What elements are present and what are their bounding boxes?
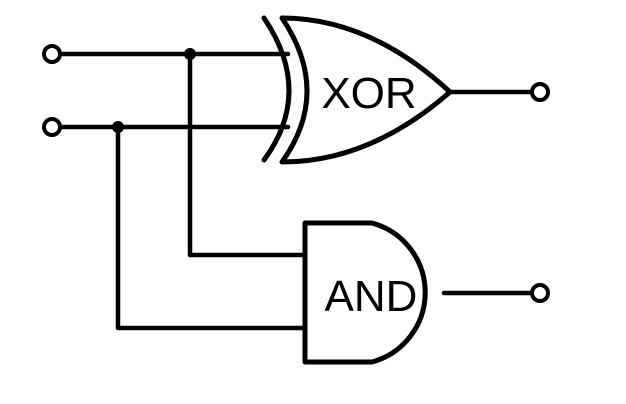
input-a-terminal [42,44,62,64]
and-gate: AND [302,220,428,365]
branch-a-to-and-wire [187,51,308,258]
xor-gate: XOR [261,15,453,165]
input-b-terminal [42,117,62,137]
carry-output-terminal [530,283,550,303]
xor-gate-label: XOR [321,69,416,118]
junction-dot-a [184,48,196,60]
sum-output-terminal [530,82,550,102]
xor-gate-body [279,15,453,165]
xor-gate-extra-arc [261,15,292,163]
and-gate-label: AND [325,272,418,321]
junction-dot-b [112,121,124,133]
and-gate-body [302,220,428,365]
branch-b-to-and-wire [115,124,308,331]
